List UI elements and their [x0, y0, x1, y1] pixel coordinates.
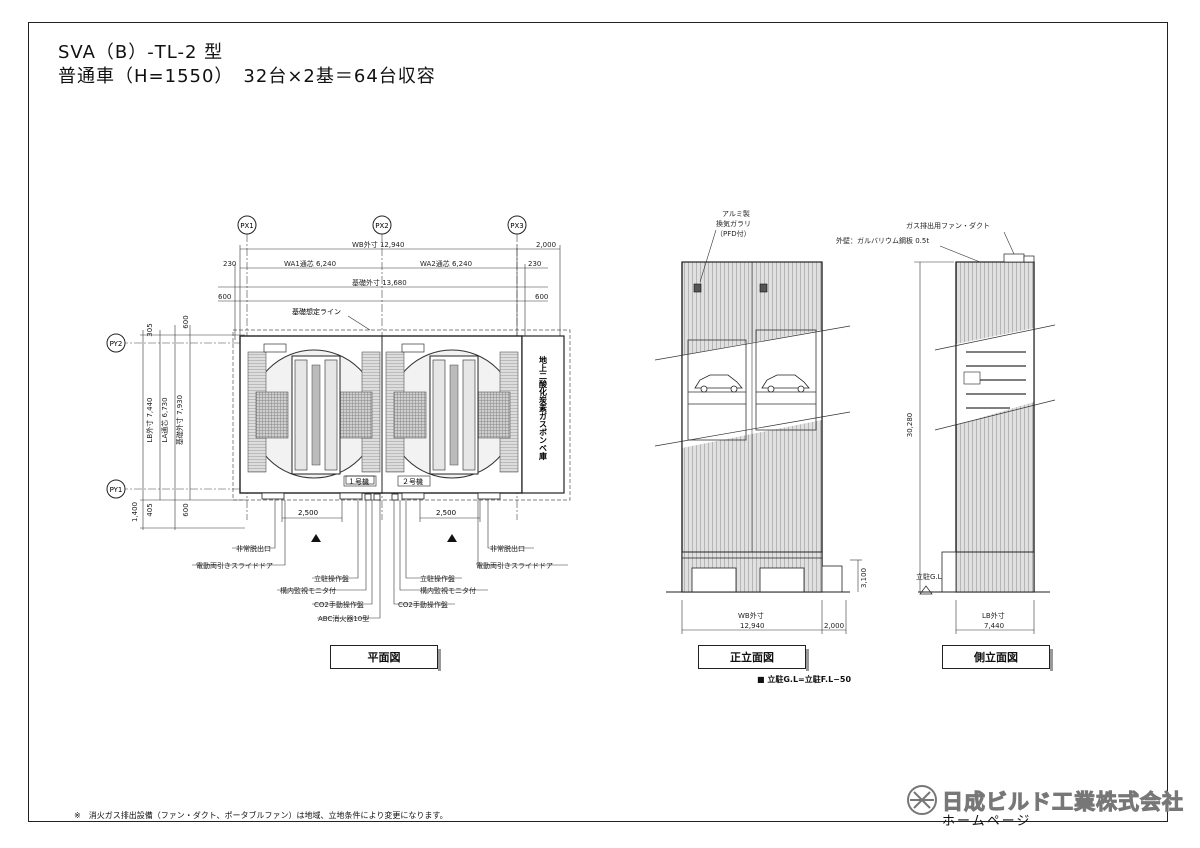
front-elevation: アルミ製 換気ガラリ （PFD付） WB外寸 12,940 2,000 3,10… [654, 209, 868, 634]
model-title: SVA（B）-TL-2 型 [58, 42, 224, 63]
svg-text:CO2手動操作盤: CO2手動操作盤 [314, 600, 364, 609]
svg-text:2,500: 2,500 [298, 509, 318, 517]
svg-text:外壁：ガルバリウム鋼板 0.5t: 外壁：ガルバリウム鋼板 0.5t [836, 236, 929, 245]
grid-marker-py2: PY2 [106, 333, 126, 353]
svg-text:構内監視モニタ付: 構内監視モニタ付 [280, 586, 336, 595]
svg-text:基礎外寸 13,680: 基礎外寸 13,680 [352, 278, 407, 287]
vent-icon [759, 283, 768, 293]
footnote: ※ 消火ガス排出設備（ファン・ダクト、ポータブルファン）は地域、立地条件により変… [74, 811, 448, 820]
company-logo-link[interactable]: 日成ビルド工業株式会社 ホームページ [902, 786, 1184, 830]
svg-text:（PFD付）: （PFD付） [716, 229, 751, 238]
svg-text:電動両引きスライドドア: 電動両引きスライドドア [476, 561, 553, 570]
side-view-label: 側立面図 [942, 645, 1053, 671]
svg-text:600: 600 [182, 503, 190, 516]
homepage-link[interactable]: ホームページ [942, 814, 1032, 829]
svg-text:600: 600 [218, 293, 231, 301]
parking-unit-2: ２号機 [385, 343, 519, 487]
svg-text:電動両引きスライドドア: 電動両引きスライドドア [196, 561, 273, 570]
grid-marker-py1: PY1 [106, 479, 126, 499]
svg-text:非常脱出口: 非常脱出口 [490, 544, 525, 553]
svg-text:30,280: 30,280 [906, 413, 914, 438]
sheet-border [28, 22, 1168, 822]
svg-text:600: 600 [182, 315, 190, 328]
capacity-title: 普通車（H=1550） 32台×2基＝64台収容 [58, 66, 436, 87]
svg-text:基礎外寸 7,930: 基礎外寸 7,930 [175, 395, 184, 445]
svg-text:2,500: 2,500 [436, 509, 456, 517]
svg-text:2,000: 2,000 [536, 241, 556, 249]
svg-text:PY1: PY1 [110, 486, 123, 494]
svg-text:立駐G.L: 立駐G.L [916, 572, 942, 581]
grid-marker-px1: PX1 [237, 215, 257, 235]
svg-text:構内監視モニタ付: 構内監視モニタ付 [420, 586, 476, 595]
company-name: 日成ビルド工業株式会社 [942, 790, 1184, 815]
car-icon [761, 374, 810, 393]
svg-text:基礎想定ライン: 基礎想定ライン [292, 307, 341, 316]
svg-text:PX3: PX3 [510, 222, 523, 230]
co2-room-label: 地上二酸化炭素ガスボンベ庫 [538, 355, 548, 461]
svg-text:WB外寸 12,940: WB外寸 12,940 [352, 240, 404, 249]
svg-text:アルミ製: アルミ製 [722, 209, 750, 218]
svg-text:PX2: PX2 [375, 222, 388, 230]
svg-text:ガス排出用ファン・ダクト: ガス排出用ファン・ダクト [906, 221, 990, 230]
svg-text:230: 230 [223, 260, 236, 268]
grid-marker-px2: PX2 [372, 215, 392, 235]
svg-text:WB外寸: WB外寸 [738, 611, 764, 620]
svg-text:換気ガラリ: 換気ガラリ [716, 219, 751, 228]
svg-text:WA2通芯 6,240: WA2通芯 6,240 [420, 259, 472, 268]
company-logo-icon [907, 785, 937, 815]
vent-icon [693, 283, 702, 293]
side-elevation: ガス排出用ファン・ダクト 外壁：ガルバリウム鋼板 0.5t 立駐G.L LB外寸… [836, 221, 1056, 634]
parking-unit-1: １号機 [247, 343, 381, 487]
svg-text:非常脱出口: 非常脱出口 [236, 544, 271, 553]
svg-text:CO2手動操作盤: CO2手動操作盤 [398, 600, 448, 609]
front-view-label: 正立面図 [698, 645, 809, 671]
svg-text:405: 405 [146, 503, 154, 516]
svg-text:LB外寸: LB外寸 [982, 611, 1005, 620]
svg-text:LB外寸 7,440: LB外寸 7,440 [145, 398, 154, 443]
svg-text:LA通芯 6,730: LA通芯 6,730 [160, 397, 169, 442]
plan-view-label: 平面図 [330, 645, 441, 671]
svg-text:3,100: 3,100 [860, 568, 868, 588]
svg-text:立駐操作盤: 立駐操作盤 [420, 574, 455, 583]
svg-text:1,400: 1,400 [131, 502, 139, 522]
svg-text:PY2: PY2 [110, 340, 123, 348]
plan-view: PX1 PX2 PX3 PY2 PY1 [106, 215, 571, 623]
svg-text:ABC消火器10型: ABC消火器10型 [318, 614, 369, 623]
car-icon [963, 371, 981, 385]
svg-text:１号機: １号機 [348, 477, 369, 486]
svg-text:PX1: PX1 [240, 222, 253, 230]
svg-text:12,940: 12,940 [740, 622, 765, 630]
svg-text:305: 305 [146, 323, 154, 336]
svg-text:2,000: 2,000 [824, 622, 844, 630]
svg-text:7,440: 7,440 [984, 622, 1004, 630]
svg-text:２号機: ２号機 [402, 477, 423, 486]
svg-text:WA1通芯 6,240: WA1通芯 6,240 [284, 259, 336, 268]
grid-marker-px3: PX3 [507, 215, 527, 235]
svg-text:230: 230 [528, 260, 541, 268]
gl-note: ■ 立駐G.L=立駐F.L−50 [757, 675, 852, 684]
car-icon [694, 374, 743, 393]
svg-text:立駐操作盤: 立駐操作盤 [314, 574, 349, 583]
svg-text:600: 600 [535, 293, 548, 301]
